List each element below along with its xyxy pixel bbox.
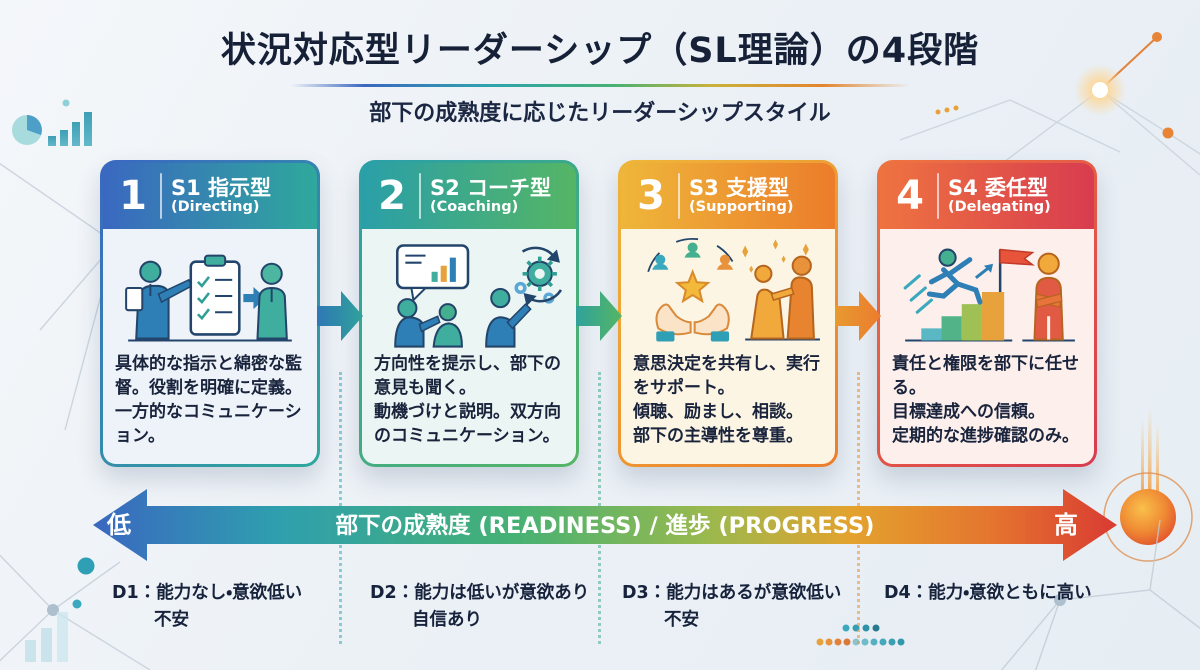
stage-card-s4: 4 S4 委任型 (Delegating)	[877, 160, 1097, 467]
stage-title-en: (Coaching)	[430, 198, 519, 215]
readiness-label: D3：能力はあるが意欲低い	[622, 583, 842, 603]
s4-delegating-icon	[903, 248, 1075, 342]
star-icon	[674, 269, 711, 304]
dots-row-icon	[816, 624, 905, 646]
network-lines-bottom-right	[1000, 519, 1200, 670]
page-title: 状況対応型リーダーシップ（SL理論）の4段階	[220, 31, 980, 71]
checklist-clipboard	[189, 254, 241, 336]
stage-card-s3: 3 S3 支援型 (Supporting)	[618, 160, 838, 467]
readiness-d2: D2：能力は低いが意欲あり 自信あり	[370, 580, 620, 634]
leaping-figure-head	[938, 248, 957, 267]
glow-node-icon	[1074, 64, 1126, 116]
stage-description: 具体的な指示と綿密な監督。役割を明確に定義。一方的なコミュニケーション。	[115, 354, 302, 447]
stage-title: S3 支援型	[689, 175, 790, 200]
handshake-pair	[745, 255, 820, 341]
readiness-d1: D1：能力なし・意欲低い 不安	[112, 580, 362, 634]
page-subtitle: 部下の成熟度に応じたリーダーシップスタイル	[369, 101, 831, 126]
stage-title-en: (Delegating)	[948, 198, 1051, 215]
gradient-stairs	[921, 292, 1005, 341]
axis-center-label: 部下の成熟度 (READINESS) / 進歩 (PROGRESS)	[336, 512, 875, 539]
network-node	[47, 604, 59, 616]
goal-flag	[998, 248, 1035, 292]
readiness-label: D4：能力・意欲ともに高い	[884, 583, 1092, 603]
stage-number: 3	[637, 173, 665, 219]
axis-arrow-shape	[93, 489, 1117, 561]
header-divider	[678, 173, 680, 219]
stage-number: 1	[119, 173, 147, 219]
title-divider	[290, 84, 910, 87]
pie-chart-icon	[12, 115, 42, 145]
teal-dot	[72, 599, 82, 609]
up-arrow-glyph	[974, 263, 994, 280]
stage-card-s2: 2 S2 コーチ型 (Coaching)	[359, 160, 579, 467]
employee-figure	[256, 262, 288, 340]
stage-number: 2	[378, 173, 406, 219]
motion-lines	[903, 274, 933, 314]
readiness-note: 不安	[154, 610, 189, 631]
readiness-axis-arrow: 低 部下の成熟度 (READINESS) / 進歩 (PROGRESS) 高	[93, 489, 1117, 561]
header-divider	[937, 173, 939, 219]
stage-number: 4	[896, 173, 924, 219]
manager-figure	[125, 260, 193, 340]
talking-pair	[394, 298, 463, 348]
stage-description: 意思決定を共有し、実行をサポート。 傾聴、励まし、相談。 部下の主導性を尊重。	[633, 354, 820, 447]
stage-title: S2 コーチ型	[430, 175, 552, 200]
stage-description: 方向性を提示し、部下の意見も聞く。 動機づけと説明。双方向のコミュニケーション。	[374, 354, 561, 447]
stage-card-s1: 1 S1 指示型 (Directing)	[100, 160, 320, 467]
axis-low-label: 低	[106, 511, 131, 539]
stage-title: S1 指示型	[171, 175, 272, 200]
stage-card-s3-header: 3 S3 支援型 (Supporting)	[621, 163, 835, 229]
s3-supporting-icon	[647, 238, 820, 342]
s1-directing-icon	[125, 254, 292, 342]
leaping-figure	[926, 257, 983, 305]
stage-card-s4-header: 4 S4 委任型 (Delegating)	[880, 163, 1094, 229]
bar-chart-icon-faint	[25, 612, 68, 662]
teal-dot	[77, 557, 95, 575]
header-divider	[419, 173, 421, 219]
readiness-d3: D3：能力はあるが意欲低い 不安	[622, 580, 872, 634]
stage-arrow-1-icon	[317, 291, 363, 341]
bar-chart-icon	[48, 99, 92, 146]
light-streaks	[1141, 408, 1159, 502]
right-arrow-glyph	[243, 286, 266, 310]
network-node	[1054, 594, 1066, 606]
network-lines-top-right	[899, 89, 1200, 176]
team-arc	[647, 238, 738, 273]
s2-coaching-icon	[394, 244, 563, 348]
stage-arrow-3-icon	[835, 291, 881, 341]
stage-card-s1-header: 1 S1 指示型 (Directing)	[103, 163, 317, 229]
readiness-label: D2：能力は低いが意欲あり	[370, 583, 590, 603]
person-with-gears	[485, 246, 563, 348]
readiness-note: 不安	[664, 610, 699, 631]
readiness-d4: D4：能力・意欲ともに高い	[884, 580, 1134, 607]
stage-title: S4 委任型	[948, 175, 1049, 200]
stage-card-s2-header: 2 S2 コーチ型 (Coaching)	[362, 163, 576, 229]
stage-title-en: (Supporting)	[689, 198, 794, 215]
arms-crossed-figure	[1022, 252, 1075, 342]
stage-arrow-2-icon	[576, 291, 622, 341]
readiness-note: 自信あり	[412, 610, 482, 631]
axis-high-label: 高	[1054, 511, 1078, 539]
stage-title-en: (Directing)	[171, 198, 260, 215]
readiness-label: D1：能力なし・意欲低い	[112, 583, 303, 603]
header-divider	[160, 173, 162, 219]
open-hands	[655, 303, 730, 342]
speech-bubble-chart	[395, 244, 470, 303]
stage-description: 責任と権限を部下に任せる。 目標達成への信頼。 定期的な進捗確認のみ。	[892, 354, 1079, 447]
orange-mini-dots	[935, 105, 959, 115]
